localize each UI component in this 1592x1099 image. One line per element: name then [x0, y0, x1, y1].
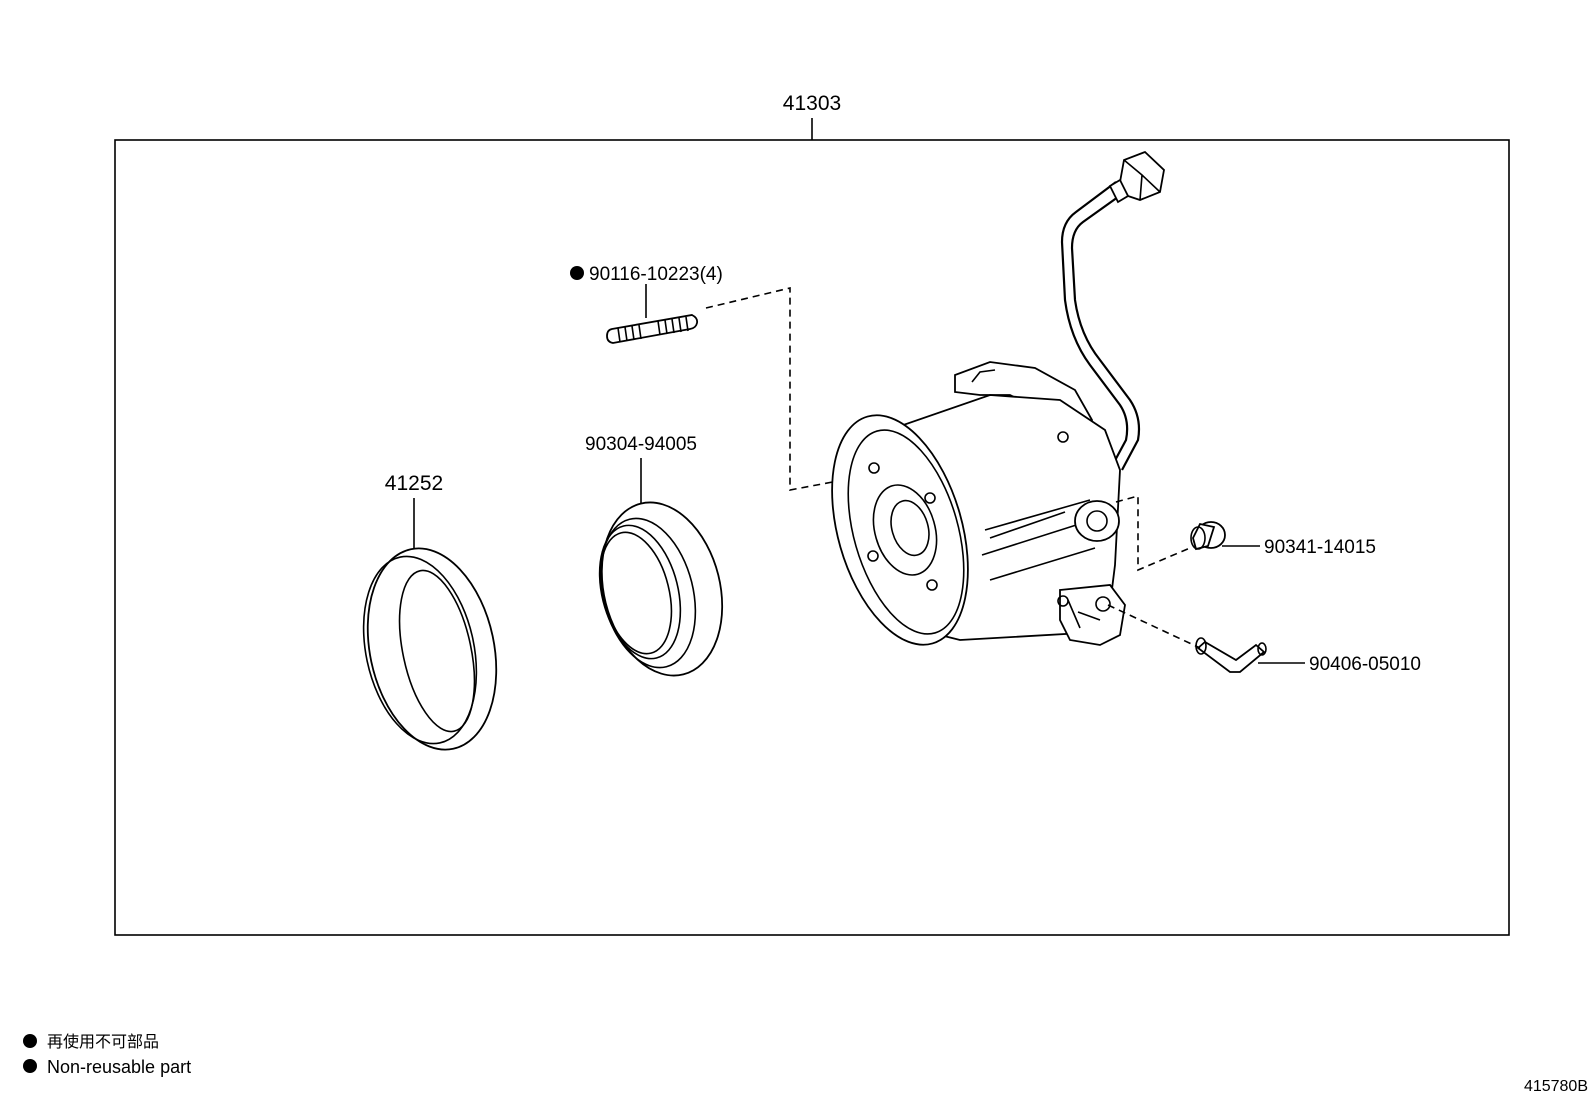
- plug-part[interactable]: 90341-14015: [1115, 494, 1376, 572]
- ring-41252-drawing: [362, 547, 498, 751]
- legend-text-jp: 再使用不可部品: [47, 1032, 159, 1051]
- plug-part-number[interactable]: 90341-14015: [1264, 537, 1376, 558]
- oil-seal-part[interactable]: 90304-94005: [584, 434, 739, 688]
- assembly-group: 41303: [114, 92, 1510, 936]
- stud-bolt-dashline: [705, 286, 871, 491]
- oil-seal-part-number[interactable]: 90304-94005: [585, 434, 697, 455]
- legend-text-en: Non-reusable part: [47, 1057, 191, 1077]
- stud-bolt-part[interactable]: 90116-10223(4): [570, 264, 871, 491]
- stud-bolt-part-number[interactable]: 90116-10223(4): [589, 264, 723, 285]
- legend-marker-en: [23, 1059, 37, 1073]
- housing-drawing: [831, 150, 1165, 646]
- oil-seal-drawing: [598, 501, 724, 677]
- legend: 再使用不可部品 Non-reusable part: [23, 1032, 191, 1077]
- legend-marker-jp: [23, 1034, 37, 1048]
- non-reusable-marker: [570, 266, 584, 280]
- elbow-tube-part[interactable]: 90406-05010: [1107, 604, 1421, 675]
- ring-41252-part-number[interactable]: 41252: [385, 472, 443, 495]
- ring-41252-part[interactable]: 41252: [347, 472, 513, 762]
- drawing-code: 415780B: [1524, 1078, 1588, 1095]
- assembly-part-number[interactable]: 41303: [783, 92, 841, 115]
- plug-drawing: [1190, 521, 1226, 551]
- elbow-tube-dashline: [1107, 604, 1201, 649]
- plug-dashline: [1115, 494, 1191, 572]
- stud-bolt-drawing: [606, 314, 699, 344]
- elbow-tube-part-number[interactable]: 90406-05010: [1309, 654, 1421, 675]
- elbow-tube-drawing: [1195, 637, 1267, 673]
